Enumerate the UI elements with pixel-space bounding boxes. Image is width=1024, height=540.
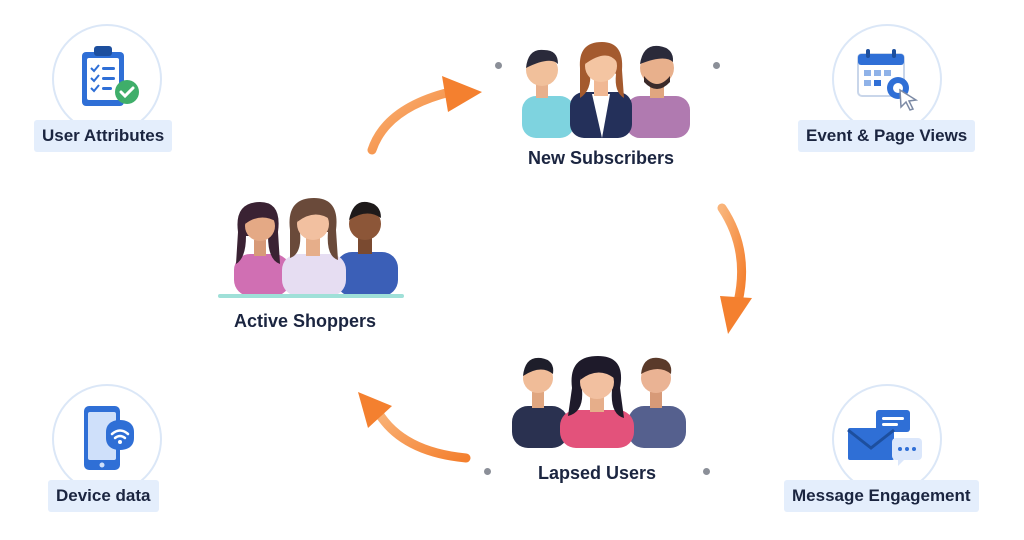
decor-dot [495, 62, 502, 69]
arrow-to-new-subscribers [367, 76, 482, 155]
decor-dot [713, 62, 720, 69]
calendar-click-icon [857, 49, 919, 111]
clipboard-check-icon [82, 46, 139, 106]
new-subscribers-illustration [522, 42, 690, 138]
user-attributes-circle [52, 24, 162, 134]
arrow-to-lapsed-users [717, 203, 752, 334]
active-shoppers-label: Active Shoppers [234, 311, 377, 331]
event-page-views-circle [832, 24, 942, 134]
decor-dot [484, 468, 491, 475]
envelope-chat-icon [847, 410, 922, 466]
new-subscribers-label: New Subscribers [528, 148, 675, 168]
message-engagement-label: Message Engagement [784, 480, 979, 512]
message-engagement-circle [832, 384, 942, 494]
lapsed-users-label: Lapsed Users [538, 463, 657, 483]
user-attributes-label: User Attributes [34, 120, 173, 152]
decor-dot [703, 468, 710, 475]
active-shoppers-illustration [218, 198, 404, 298]
lapsed-users-illustration [512, 356, 686, 448]
arrow-to-active-shoppers [358, 392, 471, 463]
phone-wifi-icon [84, 406, 134, 470]
event-page-views-label: Event & Page Views [798, 120, 976, 152]
device-data-label: Device data [48, 480, 159, 512]
